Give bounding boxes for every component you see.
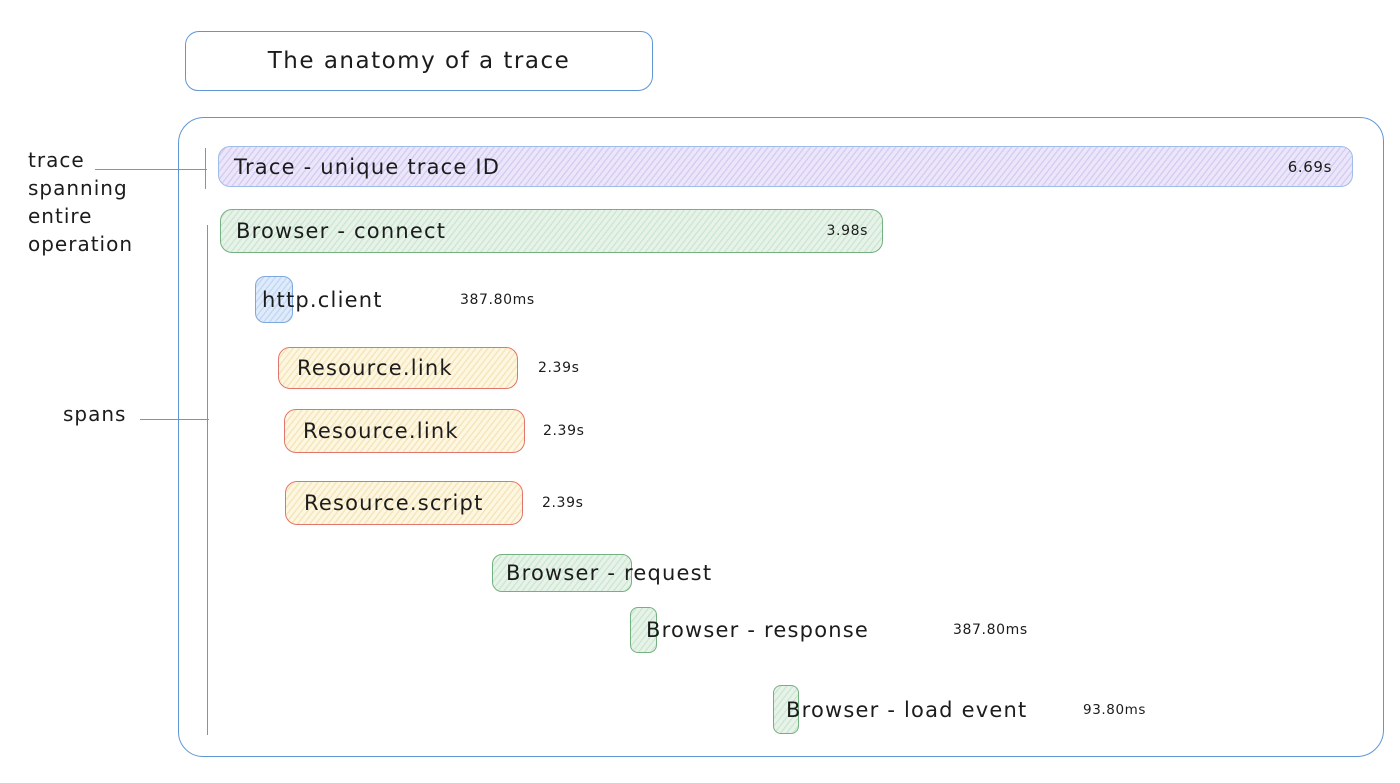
trace-annotation-line: operation — [28, 232, 134, 256]
diagram-title-box: The anatomy of a trace — [185, 31, 653, 91]
span-label: Resource.link — [303, 419, 459, 443]
span-bar-browser-connect: Browser - connect 3.98s — [220, 209, 883, 253]
spans-annotation: spans — [63, 402, 127, 426]
trace-bar: Trace - unique trace ID 6.69s — [218, 146, 1353, 187]
trace-annotation-line: spanning — [28, 176, 128, 200]
span-label: Resource.script — [304, 491, 484, 515]
trace-boundary-box — [178, 117, 1384, 757]
trace-bar-duration: 6.69s — [1287, 157, 1332, 176]
span-duration: 3.98s — [826, 223, 868, 239]
span-bar-http-client — [255, 276, 293, 323]
spans-annotation-connector-line — [140, 419, 209, 420]
span-duration: 387.80ms — [460, 291, 535, 308]
trace-annotation-connector-line — [95, 169, 207, 170]
span-label: Browser - request — [506, 561, 713, 585]
span-bar-resource-link-1: Resource.link — [278, 347, 518, 389]
span-bar-browser-response — [630, 607, 657, 653]
span-label: http.client — [262, 287, 383, 312]
span-label: Browser - load event — [786, 697, 1028, 722]
trace-annotation-arrow-tick — [205, 148, 206, 189]
trace-annotation-line: trace — [28, 148, 85, 172]
span-duration: 2.39s — [542, 495, 584, 511]
span-bar-resource-link-2: Resource.link — [284, 409, 525, 453]
spans-bracket-line — [207, 225, 208, 735]
span-label: Browser - response — [646, 618, 870, 642]
span-label: Browser - connect — [236, 219, 447, 243]
span-bar-browser-load-event — [773, 685, 799, 734]
diagram-title: The anatomy of a trace — [267, 48, 571, 74]
span-duration: 2.39s — [538, 360, 580, 376]
trace-annotation: trace spanning entire operation — [28, 146, 133, 258]
span-bar-browser-request — [492, 554, 632, 592]
span-duration: 93.80ms — [1083, 701, 1147, 718]
span-label: Resource.link — [297, 356, 453, 380]
span-bar-resource-script: Resource.script — [285, 481, 523, 525]
trace-annotation-line: entire — [28, 204, 93, 228]
span-duration: 387.80ms — [953, 622, 1028, 638]
span-duration: 2.39s — [543, 423, 585, 439]
trace-bar-label: Trace - unique trace ID — [234, 154, 501, 179]
